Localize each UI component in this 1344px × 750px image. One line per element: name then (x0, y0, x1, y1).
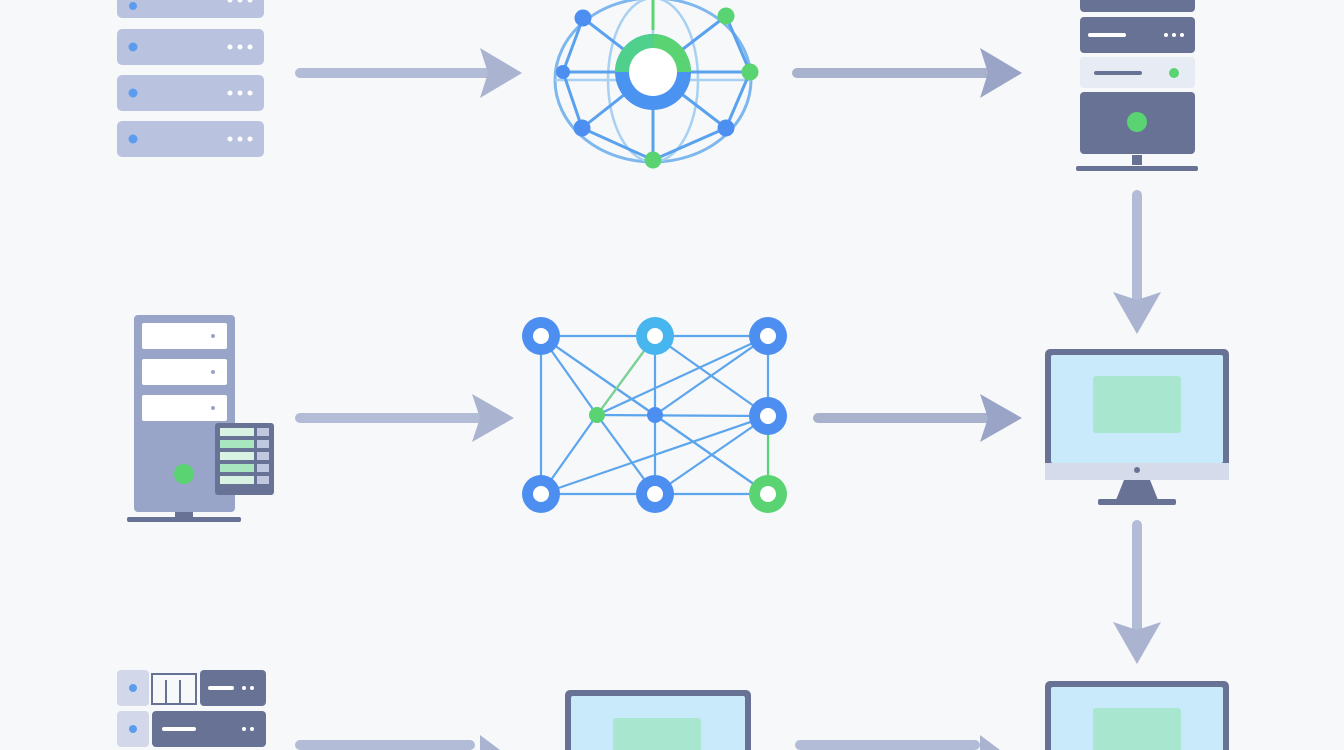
globe-network-icon (553, 0, 759, 169)
arrow-monitor-to-monitor-bottom (795, 735, 1000, 750)
arrow-server-to-monitor (1113, 190, 1161, 334)
arrow-rack-to-globe (295, 48, 522, 98)
monitor-icon (1045, 681, 1229, 750)
arrow-globe-to-server (792, 48, 1022, 98)
server-rack-icon (117, 0, 264, 157)
monitor-icon (1045, 349, 1229, 505)
mesh-network-icon (522, 317, 787, 513)
arrow-tower-to-mesh (295, 394, 514, 442)
arrow-rack-to-monitor-bottom (295, 735, 500, 750)
monitor-icon (565, 690, 751, 750)
server-tower-icon (1076, 0, 1198, 171)
server-tower-icon (127, 315, 274, 522)
arrow-mesh-to-monitor (813, 394, 1022, 442)
arrow-monitor-to-monitor (1113, 520, 1161, 664)
server-rack-icon (117, 670, 266, 747)
